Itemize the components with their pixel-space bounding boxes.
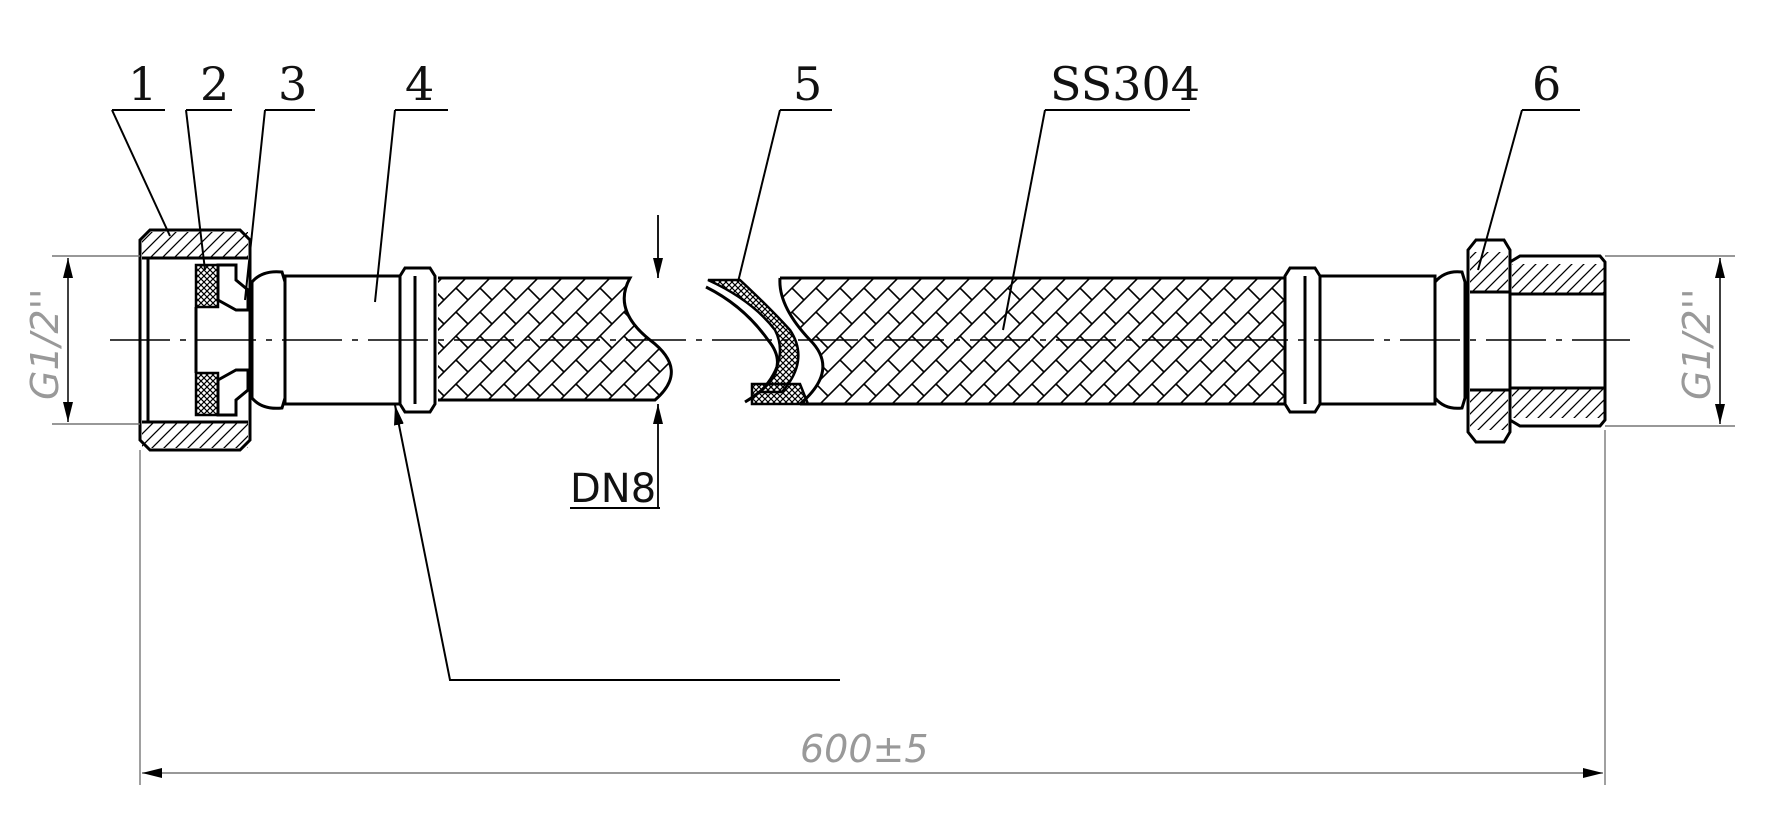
- label-6: 6: [1532, 57, 1561, 111]
- right-thread-dimension: G1/2'': [1605, 255, 1735, 427]
- length-label: 600±5: [800, 727, 929, 771]
- dn-label: DN8: [570, 466, 656, 512]
- length-dimension: 600±5: [139, 430, 1606, 785]
- right-sleeve: [1283, 266, 1467, 414]
- right-thread-label: G1/2'': [1675, 289, 1719, 401]
- label-material: SS304: [1050, 57, 1200, 111]
- left-thread-dimension: G1/2'': [23, 255, 140, 425]
- left-nut: [138, 228, 252, 452]
- label-3: 3: [278, 57, 307, 111]
- left-sleeve: [250, 266, 437, 414]
- insert-ring: [216, 263, 250, 417]
- braided-hose-right: [778, 276, 1285, 406]
- label-1: 1: [128, 57, 157, 111]
- braided-hose-left: [438, 276, 673, 402]
- label-2: 2: [200, 57, 229, 111]
- right-fitting: [1466, 238, 1607, 444]
- dn-dimension: DN8: [570, 215, 663, 512]
- part-labels: 1 2 3 4 5 SS304 6: [111, 57, 1580, 681]
- label-5: 5: [793, 57, 822, 111]
- left-thread-label: G1/2'': [23, 289, 67, 401]
- label-4: 4: [405, 57, 434, 111]
